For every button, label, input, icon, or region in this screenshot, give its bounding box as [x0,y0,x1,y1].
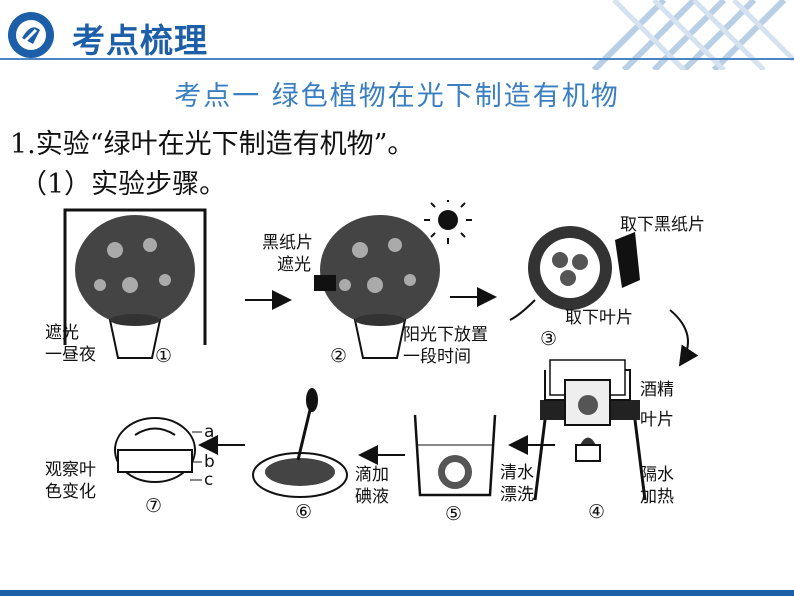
step-number-2: ② [330,345,347,367]
label-b: b [204,452,215,472]
step-number-3: ③ [540,328,557,350]
label-hei-zhi-pian: 黑纸片 [262,233,313,253]
label-remove-paper: 取下黑纸片 [620,215,705,235]
step-7-leaf [114,417,202,483]
step-number-5: ⑤ [445,503,462,525]
experiment-heading: 1.实验“绿叶在光下制造有机物”。 [10,129,415,160]
label-rinse: 漂洗 [500,485,534,505]
label-iodine: 碘液 [355,487,389,507]
label-zhe-guang: 遮光 [45,323,79,343]
section-subtitle: 考点一 绿色植物在光下制造有机物 [174,81,620,112]
flame-icon [580,437,596,445]
step-2-plant [314,215,440,359]
label-leaf: 叶片 [640,410,674,430]
step-number-1: ① [155,345,172,367]
experiment-steps-figure: 遮光 一昼夜 ① 黑纸片 遮光 阳光下放置 一段时间 ② 取下黑纸片 取下叶片 … [45,200,705,525]
step-number-4: ④ [588,501,605,523]
header-divider [0,58,794,60]
label-rinse-water: 清水 [500,463,534,483]
label-observe: 观察叶 [45,460,96,480]
step-5-rinse-beaker [413,414,497,497]
step-6-dish [252,388,348,498]
label-remove-leaf: 取下叶片 [565,308,633,328]
page-title: 考点梳理 [72,21,208,60]
step-1-dark-box [63,208,207,359]
label-a: a [204,422,214,442]
step-number-6: ⑥ [295,501,312,523]
black-paper [314,275,336,291]
logo-icon [8,12,54,58]
dropper-icon [296,409,312,461]
label-alcohol: 酒精 [640,380,674,400]
steps-heading: （1）实验步骤。 [20,169,227,200]
label-color-change: 色变化 [45,482,96,502]
footer-bar [0,590,794,596]
label-water-bath: 隔水 [640,465,674,485]
step-number-7: ⑦ [145,495,162,517]
plant-1 [75,215,195,359]
label-drip: 滴加 [355,465,389,485]
step-4-water-bath [533,359,647,501]
label-zhe-guang-2: 遮光 [277,255,311,275]
label-sunlight-place: 阳光下放置 [403,325,488,345]
label-yi-zhou-ye: 一昼夜 [45,345,96,365]
label-c: c [204,470,213,490]
label-heat: 加热 [640,487,674,507]
sun-icon [424,200,472,244]
step-3-leaf [509,226,640,321]
black-paper-removed [615,232,640,288]
label-time-period: 一段时间 [403,347,471,367]
